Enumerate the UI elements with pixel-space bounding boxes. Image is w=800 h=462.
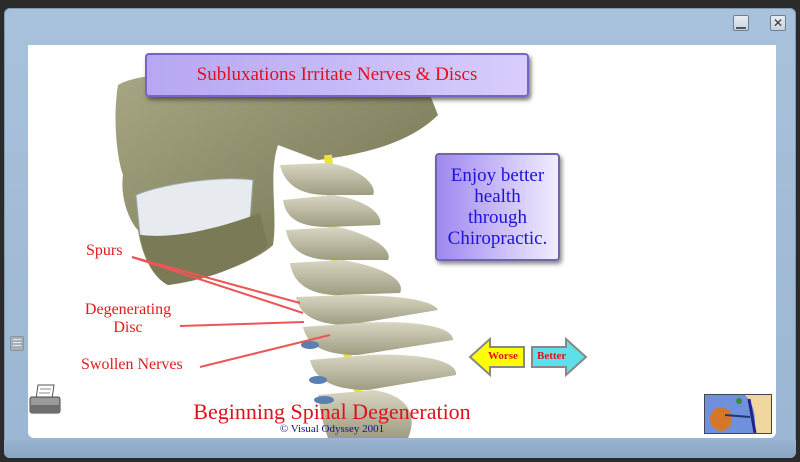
slide-caption: Beginning Spinal Degeneration: [193, 399, 471, 424]
left-arrow-icon: [468, 336, 525, 378]
callout-line: Chiropractic.: [447, 228, 548, 249]
close-icon: ✕: [772, 16, 784, 30]
spurs-leader-line-1: [131, 256, 301, 304]
list-icon[interactable]: [10, 336, 24, 351]
print-button[interactable]: [28, 383, 64, 417]
worse-label: Worse: [488, 350, 518, 362]
better-label: Better: [537, 350, 567, 362]
label-degenerating-line1: Degenerating: [84, 301, 172, 318]
cervical-vertebrae: [280, 163, 457, 438]
label-degenerating-disc: Degenerating Disc: [78, 301, 178, 337]
label-swollen-nerves: Swollen Nerves: [81, 356, 183, 373]
thumbnail-image: [705, 395, 771, 433]
better-button[interactable]: Better: [528, 336, 588, 378]
spurs-leader-line-2: [131, 256, 304, 314]
window-bottom-border: [4, 440, 796, 458]
close-button[interactable]: ✕: [770, 15, 786, 31]
worse-button[interactable]: Worse: [468, 336, 528, 378]
disc-leader-line: [179, 321, 305, 327]
minimize-button[interactable]: [733, 15, 749, 31]
nervous-system-thumbnail[interactable]: [704, 394, 772, 434]
callout-line: through: [467, 207, 528, 228]
printer-icon: [29, 384, 61, 414]
slide-content: Subluxations Irritate Nerves & Discs Enj…: [28, 45, 776, 438]
label-spurs: Spurs: [86, 242, 123, 259]
callout-line: Enjoy better: [450, 165, 545, 186]
callout-line: health: [474, 186, 521, 207]
right-arrow-icon: [531, 336, 588, 378]
copyright-notice: © Visual Odyssey 2001: [279, 423, 385, 435]
skull-spine-illustration: [115, 70, 457, 438]
slide-title-banner: Subluxations Irritate Nerves & Discs: [145, 53, 529, 97]
nerves-leader-line: [199, 334, 331, 368]
chiropractic-callout: Enjoy better health through Chiropractic…: [435, 153, 560, 261]
label-degenerating-line2: Disc: [113, 319, 143, 336]
